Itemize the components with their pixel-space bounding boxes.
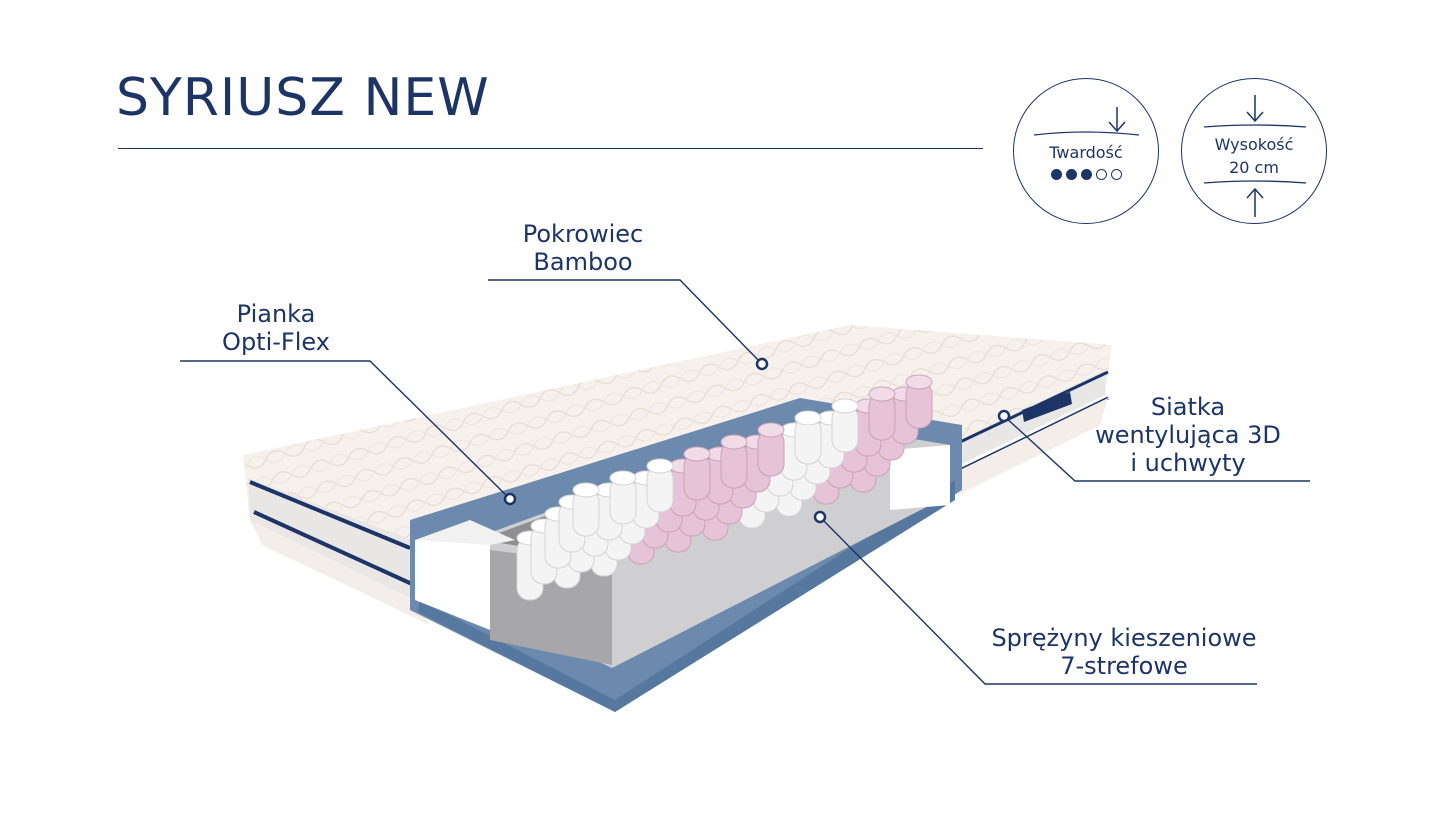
mesh-callout-line2: wentylująca 3D: [1095, 421, 1281, 449]
hardness-badge: Twardość: [1013, 78, 1159, 224]
pocket-spring-top: [757, 422, 785, 438]
hardness-dot: [1080, 169, 1092, 180]
pocket-spring-top: [720, 434, 748, 450]
hardness-dot: [1065, 169, 1077, 180]
pocket-spring-top: [868, 386, 896, 402]
cover-marker: [755, 357, 769, 371]
pocket-spring-top: [794, 410, 822, 426]
mesh-callout-line3: i uchwyty: [1130, 449, 1246, 477]
hardness-dot: [1050, 169, 1062, 180]
hardness-label: Twardość: [1049, 143, 1123, 162]
pocket-spring-top: [609, 470, 637, 486]
leader-lines: [180, 279, 1310, 685]
cover-callout-line1: Pokrowiec: [522, 220, 644, 248]
hardness-rating: [1014, 165, 1158, 184]
pocket-spring-top: [646, 458, 674, 474]
foam-marker: [503, 492, 517, 506]
callout-markers: [503, 357, 1011, 524]
pocket-spring-top: [683, 446, 711, 462]
title-divider: [118, 148, 983, 149]
height-arrows-icon: [1203, 95, 1307, 217]
foam-leader: [180, 360, 511, 500]
height-value: 20 cm: [1229, 158, 1279, 177]
hardness-dot: [1095, 169, 1107, 180]
height-badge: Wysokość 20 cm: [1181, 78, 1327, 224]
pocket-springs: [516, 374, 933, 601]
pocket-spring-top: [905, 374, 933, 390]
mesh-marker: [997, 409, 1011, 423]
mesh-leader: [1003, 415, 1310, 482]
height-label: Wysokość: [1214, 135, 1294, 154]
springs-callout-line2: 7-strefowe: [1060, 652, 1188, 680]
springs-callout-line1: Sprężyny kieszeniowe: [991, 624, 1257, 652]
springs-leader: [819, 516, 1257, 685]
cover-callout-line2: Bamboo: [533, 248, 633, 276]
pocket-spring-top: [572, 482, 600, 498]
foam-callout: Pianka Opti-Flex: [176, 300, 376, 356]
mesh-callout: Siatka wentylująca 3D i uchwyty: [1068, 393, 1308, 477]
springs-marker: [813, 510, 827, 524]
foam-callout-line1: Pianka: [236, 300, 316, 328]
foam-callout-line2: Opti-Flex: [222, 328, 330, 356]
cover-callout: Pokrowiec Bamboo: [483, 220, 683, 276]
springs-callout: Sprężyny kieszeniowe 7-strefowe: [974, 624, 1274, 680]
arrow-down-icon: [1033, 107, 1140, 136]
pocket-spring-top: [831, 398, 859, 414]
product-title: SYRIUSZ NEW: [116, 68, 490, 128]
hardness-dot: [1110, 169, 1122, 180]
cover-leader: [488, 279, 763, 365]
mesh-callout-line1: Siatka: [1150, 393, 1226, 421]
